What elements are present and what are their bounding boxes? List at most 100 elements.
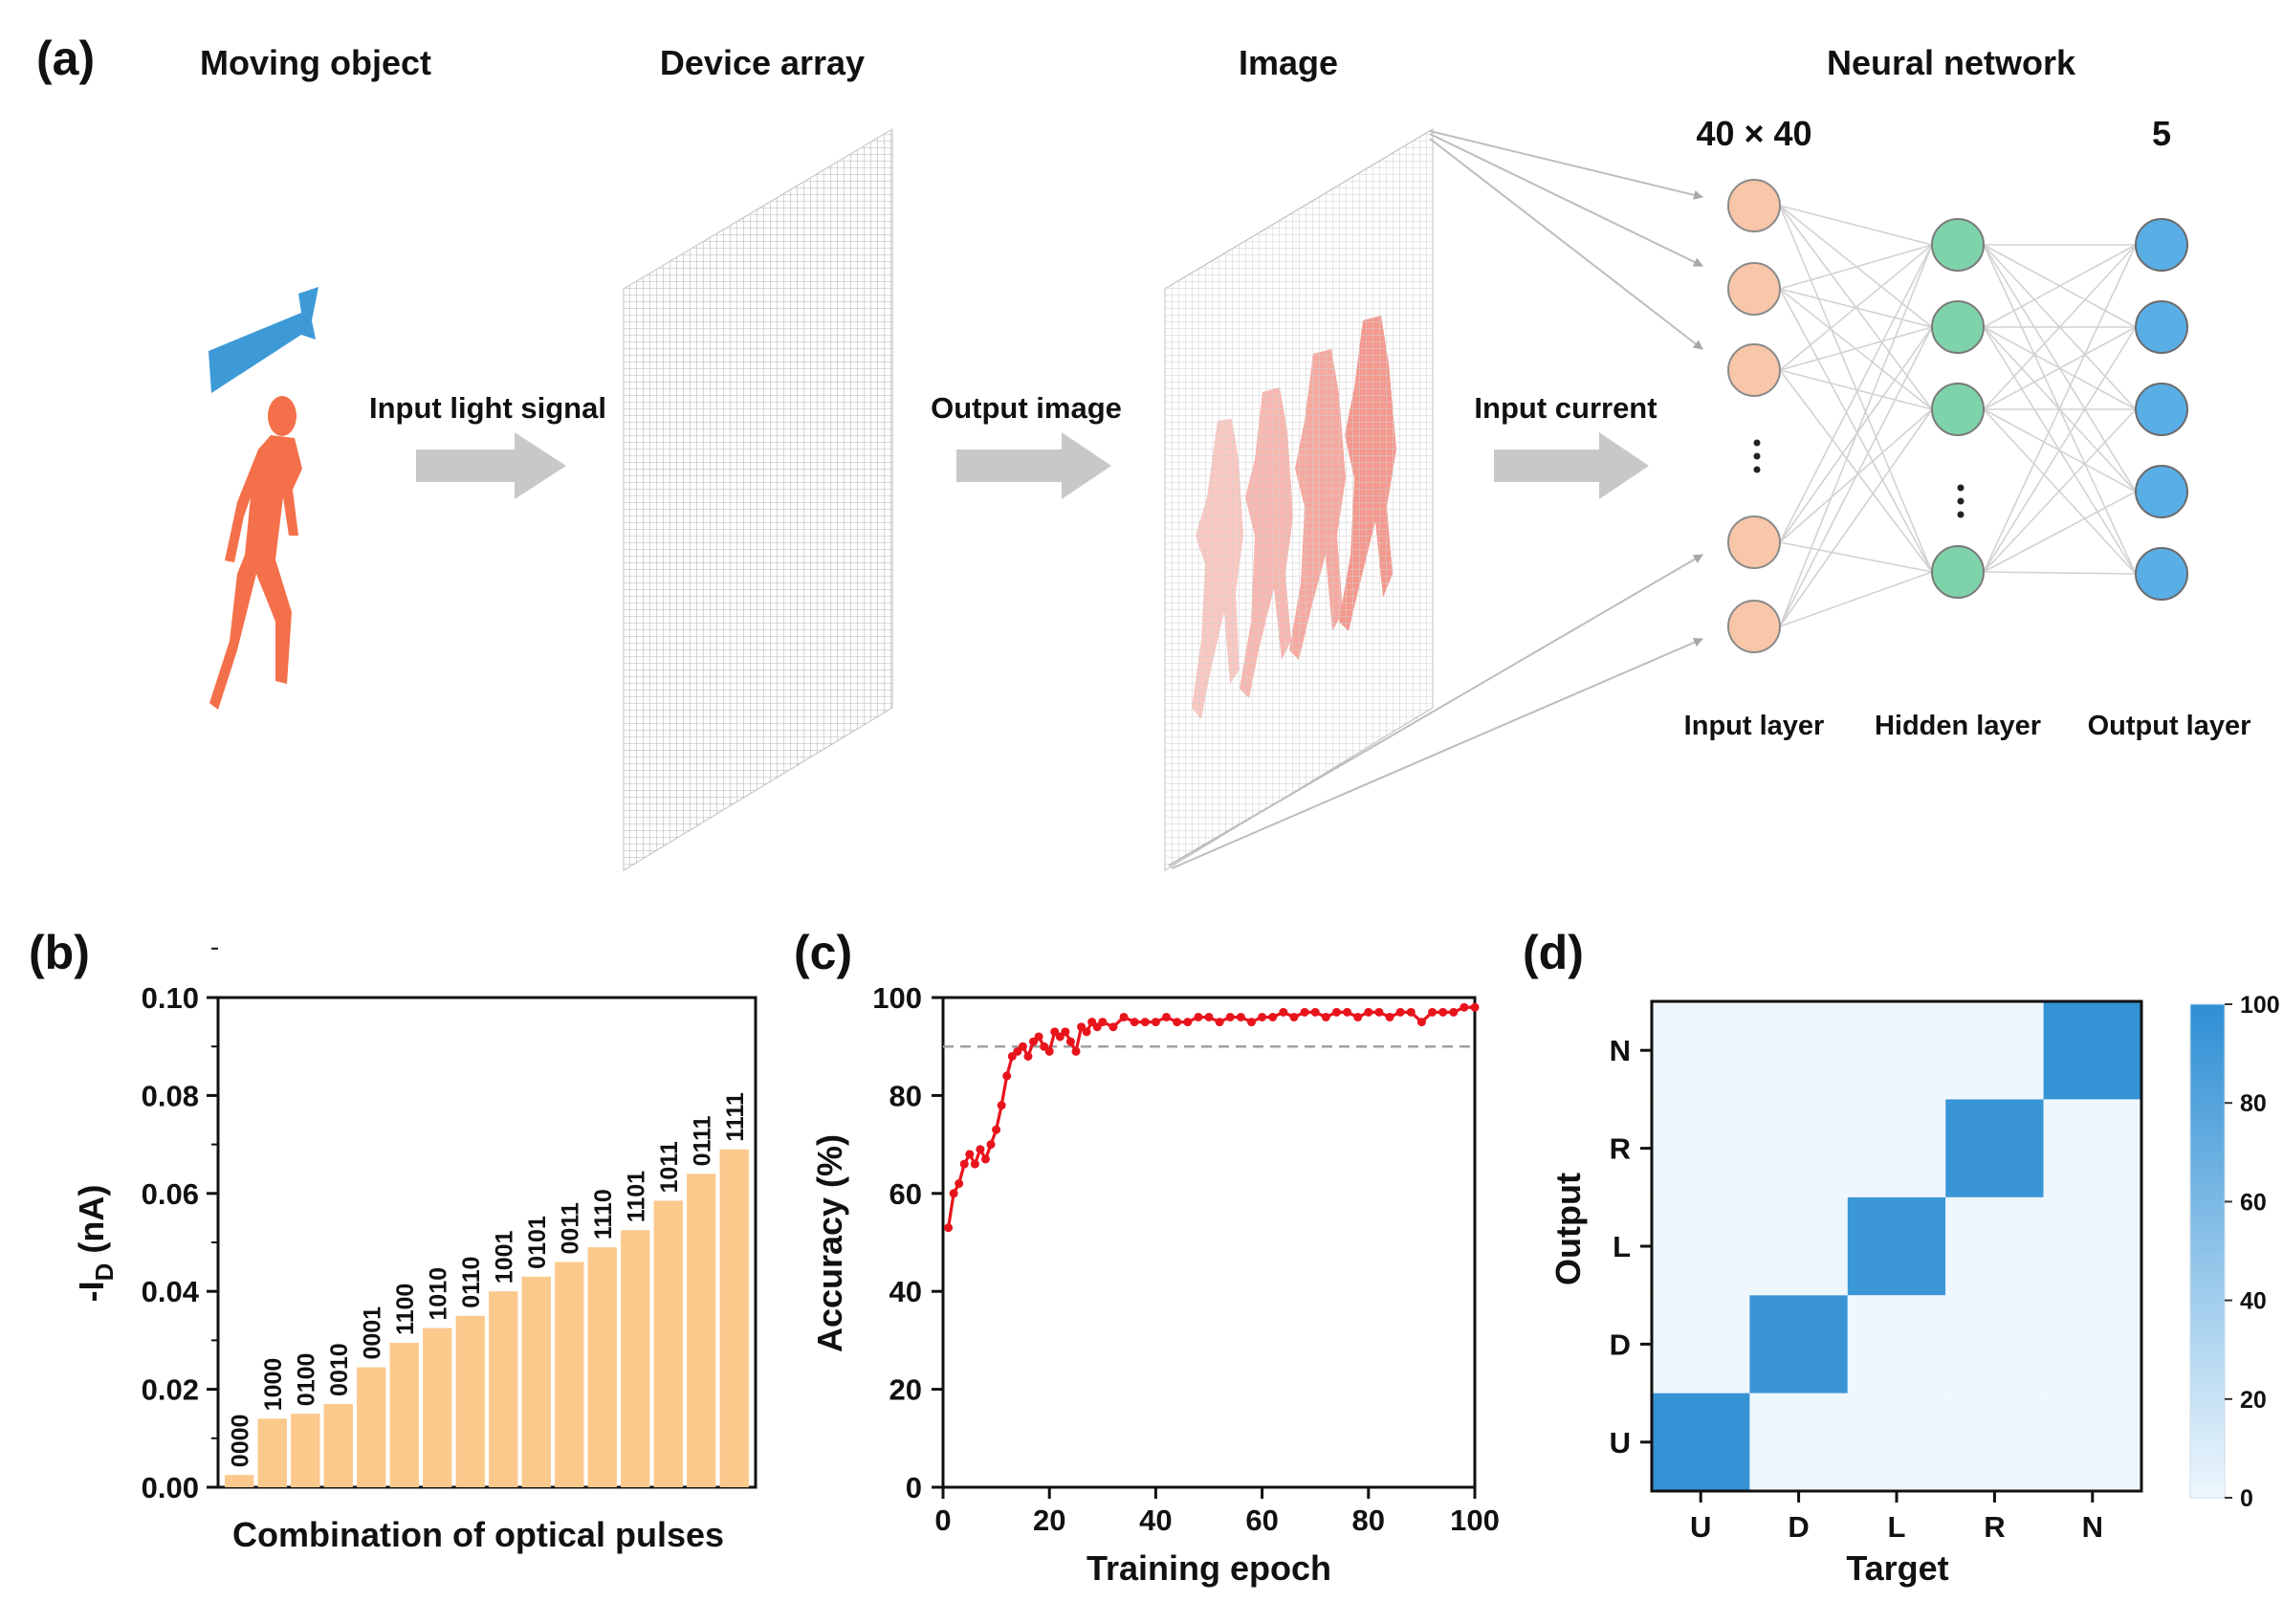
heatmap-cell <box>1945 1393 2044 1491</box>
y-tick-label: L <box>1613 1230 1631 1263</box>
bar <box>423 1328 452 1487</box>
heatmap-cell <box>1652 1001 1750 1100</box>
data-point <box>944 1223 954 1233</box>
data-point <box>1385 1012 1394 1021</box>
connection-line <box>1779 369 1933 573</box>
connection-line <box>1983 244 2137 328</box>
bar <box>357 1367 386 1487</box>
label-output-image: Output image <box>931 391 1122 425</box>
bar-label: 0111 <box>689 1115 715 1166</box>
data-point <box>997 1101 1006 1110</box>
bar-label: 0010 <box>326 1343 353 1396</box>
connection-line <box>1983 244 2137 410</box>
data-point <box>1082 1027 1091 1037</box>
connection-line <box>1983 491 2137 573</box>
y-tick-label: 0.08 <box>142 1079 199 1112</box>
connection-line <box>1983 326 2137 573</box>
bar <box>489 1291 518 1487</box>
panel-a-label: (a) <box>36 32 95 85</box>
data-point <box>976 1145 985 1154</box>
arrow-output-image <box>956 432 1111 499</box>
header-moving-object: Moving object <box>200 43 431 82</box>
y-tick-label: 0.00 <box>142 1471 199 1504</box>
data-point <box>992 1125 1001 1134</box>
data-point <box>1343 1007 1352 1017</box>
heatmap-cell <box>1749 1393 1848 1491</box>
bar-label: 1101 <box>623 1171 649 1222</box>
bar <box>521 1276 551 1487</box>
data-point <box>1236 1012 1245 1021</box>
chart-b-y-label-sub: D <box>90 1263 119 1282</box>
panel-c-label: (c) <box>794 926 852 979</box>
input-layer-nodes <box>1727 179 1781 653</box>
input-node <box>1727 516 1781 569</box>
y-tick-label: 0.10 <box>142 981 199 1015</box>
y-tick-label: 0.02 <box>142 1373 199 1407</box>
data-point <box>1364 1007 1373 1017</box>
panel-d-label: (d) <box>1523 926 1584 979</box>
heatmap-cell <box>1847 1393 1946 1491</box>
motion-arrow-icon <box>209 287 318 393</box>
data-point <box>1395 1007 1405 1017</box>
hidden-layer-nodes <box>1931 218 1985 599</box>
bar-label: 1001 <box>491 1230 517 1284</box>
connection-line <box>1779 244 1933 371</box>
output-layer-nodes <box>2135 218 2188 601</box>
connection-line <box>1779 205 1933 246</box>
hidden-node <box>1931 218 1985 272</box>
hidden-node <box>1931 545 1985 599</box>
data-point <box>1130 1018 1139 1027</box>
heatmap-cell <box>1652 1099 1750 1197</box>
label-input-current: Input current <box>1474 391 1657 425</box>
bar <box>687 1174 716 1487</box>
data-point <box>980 1154 990 1164</box>
bar <box>719 1149 749 1487</box>
data-point <box>1071 1046 1081 1056</box>
data-point <box>1460 1002 1469 1012</box>
data-point <box>949 1189 958 1198</box>
x-tick-label: L <box>1888 1510 1906 1544</box>
connection-line <box>1779 326 1933 371</box>
data-point <box>1173 1018 1182 1027</box>
y-tick-label: 20 <box>889 1373 922 1407</box>
hidden-node <box>1931 300 1985 354</box>
y-tick-label: D <box>1610 1328 1631 1361</box>
image-to-input-connections <box>1168 130 1703 869</box>
data-point <box>1406 1007 1416 1017</box>
data-point <box>1151 1018 1160 1027</box>
bar <box>555 1262 584 1487</box>
input-node <box>1727 262 1781 316</box>
bar <box>587 1247 617 1487</box>
output-node <box>2135 218 2188 272</box>
x-tick-label: D <box>1788 1510 1809 1544</box>
x-tick-label: 100 <box>1450 1503 1500 1537</box>
heatmap-cell <box>1749 1295 1848 1394</box>
connection-line <box>1779 244 1933 627</box>
bar-label: 1111 <box>722 1092 749 1142</box>
input-node <box>1727 343 1781 397</box>
x-tick-label: 40 <box>1139 1503 1172 1537</box>
panel-a: (a) Moving object Device array Image Neu… <box>36 32 2250 871</box>
data-point <box>1289 1012 1299 1021</box>
bar <box>653 1200 683 1487</box>
connection-line <box>1779 369 1933 410</box>
heatmap-cell <box>1945 1295 2044 1394</box>
y-tick-label: U <box>1610 1426 1631 1459</box>
data-point <box>1321 1012 1330 1021</box>
connection-line <box>1779 541 1933 573</box>
input-layer-size: 40 × 40 <box>1696 114 1811 153</box>
x-tick-label: 0 <box>934 1503 951 1537</box>
data-point <box>1268 1012 1278 1021</box>
data-point <box>1204 1012 1214 1021</box>
heatmap-cell <box>2043 1393 2141 1491</box>
colorbar-tick-label: 40 <box>2240 1288 2267 1315</box>
bar <box>291 1414 320 1487</box>
running-person-icon <box>209 396 302 710</box>
data-point <box>1162 1012 1172 1021</box>
data-point <box>1428 1007 1438 1017</box>
data-point <box>1018 1042 1027 1051</box>
header-image: Image <box>1239 43 1338 82</box>
